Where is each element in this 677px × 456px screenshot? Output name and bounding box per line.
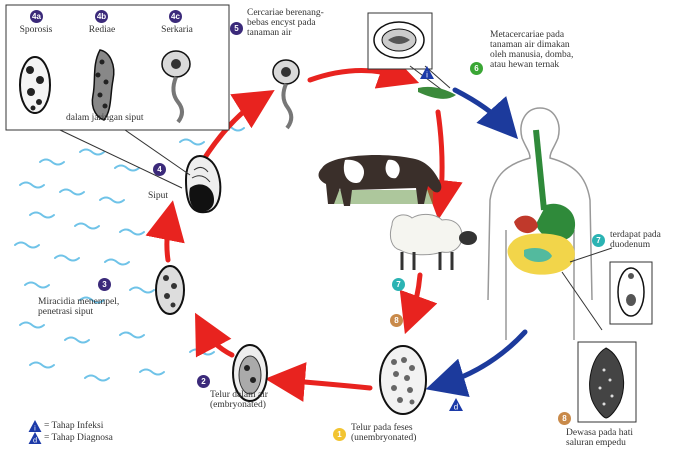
- arrow-5-to-6: [310, 70, 405, 80]
- infective-legend-icon: i: [28, 420, 42, 432]
- legend-infective: i = Tahap Infeksi: [28, 420, 113, 432]
- human-body-icon: [488, 108, 612, 340]
- stage-4b-badge: 4b: [95, 10, 108, 23]
- stage-7-sheep-badge: 7: [392, 278, 405, 291]
- arrow-to-human: [455, 90, 508, 128]
- stage-4c-badge: 4c: [169, 10, 182, 23]
- metacercaria-icon: [368, 13, 456, 99]
- stage-3-badge: 3: [98, 278, 111, 291]
- stage-1-badge: 1: [333, 428, 346, 441]
- stage-7-badge: 7: [592, 234, 605, 247]
- legend: i = Tahap Infeksi d = Tahap Diagnosa: [28, 420, 113, 444]
- diagnostic-stage-marker: d: [449, 398, 463, 411]
- infective-stage-marker: i: [420, 66, 434, 79]
- stage-6-badge: 6: [470, 62, 483, 75]
- stage-2-label: Telur dalam air (embryonated): [210, 390, 268, 410]
- cercaria-icon: [273, 60, 299, 128]
- sporocyst-icon: [20, 57, 50, 113]
- snail-box-caption: dalam jaringan siput: [66, 113, 144, 123]
- svg-text:d: d: [33, 436, 37, 444]
- arrow-2-to-3: [202, 326, 232, 355]
- legend-diagnostic: d = Tahap Diagnosa: [28, 432, 113, 444]
- snail-icon: [186, 156, 220, 212]
- stage-7-label: terdapat pada duodenum: [610, 230, 661, 250]
- duodenum-fluke-icon: [610, 262, 652, 324]
- stage-4c-label: Serkaria: [156, 25, 198, 35]
- stage-6-label: Metacercariae pada tanaman air dimakan o…: [490, 30, 573, 70]
- arrow-1-to-2: [280, 380, 370, 388]
- stage-1-label: Telur pada feses (unembryonated): [351, 423, 416, 443]
- stage-4b-label: Rediae: [82, 25, 122, 35]
- arrow-human-to-egg: [440, 332, 525, 385]
- stage-8-label: Dewasa pada hati saluran empedu: [566, 428, 633, 448]
- diagnostic-legend-icon: d: [28, 432, 42, 444]
- stage-3-label: Miracidia menempel, penetrasi siput: [38, 297, 119, 317]
- arrow-3-to-4: [167, 215, 170, 260]
- arrow-sheep-to-egg: [410, 275, 420, 320]
- miracidium-icon: [156, 266, 184, 314]
- stage-8-sheep-badge: 8: [390, 314, 403, 327]
- stage-4a-badge: 4a: [30, 10, 43, 23]
- stage-2-badge: 2: [197, 375, 210, 388]
- fluke-icon: [578, 342, 636, 422]
- stage-5-label: Cercariae berenang- bebas encyst pada ta…: [247, 8, 324, 38]
- stage-8-badge: 8: [558, 412, 571, 425]
- sheep-icon: [390, 214, 477, 270]
- svg-text:d: d: [454, 403, 458, 412]
- egg-icon: [380, 346, 426, 414]
- stage-4a-label: Sporosis: [16, 25, 56, 35]
- stage-4-label: Siput: [148, 191, 168, 201]
- svg-text:i: i: [426, 71, 428, 80]
- stage-4-badge: 4: [153, 163, 166, 176]
- cow-icon: [319, 155, 442, 206]
- stage-5-badge: 5: [230, 22, 243, 35]
